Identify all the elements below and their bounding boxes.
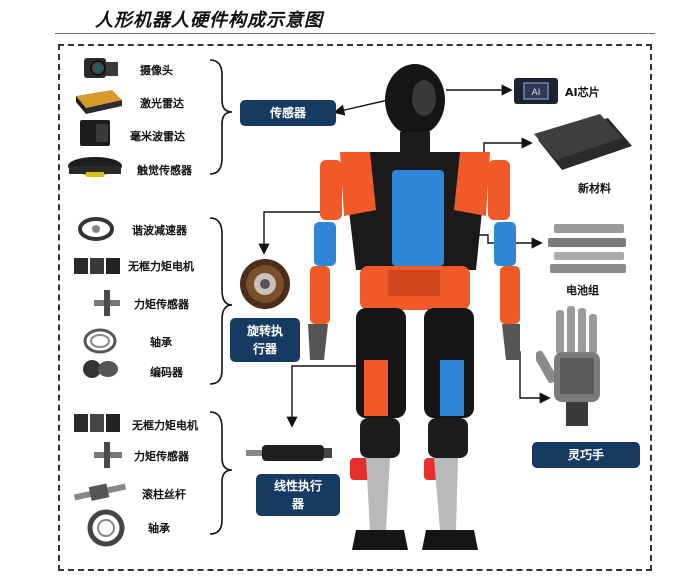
- rotary-actuator-box: 旋转执 行器: [230, 318, 300, 362]
- joint-item-torque-sensor: 力矩传感器: [134, 296, 189, 312]
- camera-icon: [78, 52, 122, 86]
- millimeter-radar-icon: [76, 116, 116, 150]
- linear-bearing-icon: [86, 508, 126, 548]
- battery-pack-label: 电池组: [566, 282, 599, 298]
- harmonic-reducer-icon: [76, 214, 118, 244]
- rotary-actuator-icon: [236, 256, 294, 312]
- roller-screw-icon: [72, 480, 128, 504]
- linear-item-bearing: 轴承: [148, 520, 170, 536]
- ai-chip-icon: AI: [512, 76, 560, 106]
- sensor-item-lidar: 激光雷达: [140, 95, 184, 111]
- new-material-icon: [528, 112, 638, 176]
- ai-chip-label: AI芯片: [565, 84, 600, 100]
- ai-chip-icon-text: AI: [532, 88, 541, 98]
- rotary-actuator-label-line2: 行器: [253, 340, 277, 358]
- robot-battery-area: [392, 170, 444, 266]
- joint-item-encoder: 编码器: [150, 364, 183, 380]
- sensor-item-camera: 摄像头: [140, 62, 173, 78]
- joint-item-harmonic-reducer: 谐波减速器: [132, 222, 187, 238]
- robot-right-upper-arm: [488, 160, 510, 220]
- joint-item-bearing: 轴承: [150, 334, 172, 350]
- linear-brace: [210, 412, 232, 534]
- linear-frameless-motor-icon: [70, 408, 126, 438]
- bearing-icon: [80, 326, 120, 356]
- joint-item-frameless-motor: 无框力矩电机: [128, 258, 194, 274]
- new-material-label: 新材料: [578, 180, 611, 196]
- encoder-icon: [78, 354, 122, 384]
- linear-item-frameless-motor: 无框力矩电机: [132, 417, 198, 433]
- robot-left-upper-arm: [320, 160, 342, 220]
- torque-sensor-icon: [90, 286, 124, 320]
- dexterous-hand-icon: [536, 306, 616, 436]
- sensor-item-tactile: 触觉传感器: [137, 162, 192, 178]
- linear-torque-sensor-icon: [90, 438, 126, 472]
- joint-brace: [210, 218, 232, 384]
- rotary-actuator-label-line1: 旋转执: [247, 322, 283, 340]
- humanoid-robot-figure: [300, 60, 520, 560]
- lidar-icon: [72, 86, 124, 116]
- linear-item-torque-sensor: 力矩传感器: [134, 448, 189, 464]
- battery-pack-icon: [544, 220, 636, 278]
- dexterous-hand-box: 灵巧手: [532, 442, 640, 468]
- sensor-item-mmwave-radar: 毫米波雷达: [130, 128, 185, 144]
- linear-item-roller-screw: 滚柱丝杆: [142, 486, 186, 502]
- frameless-torque-motor-icon: [70, 252, 124, 280]
- tactile-sensor-icon: [66, 154, 124, 182]
- sensor-brace: [210, 60, 232, 174]
